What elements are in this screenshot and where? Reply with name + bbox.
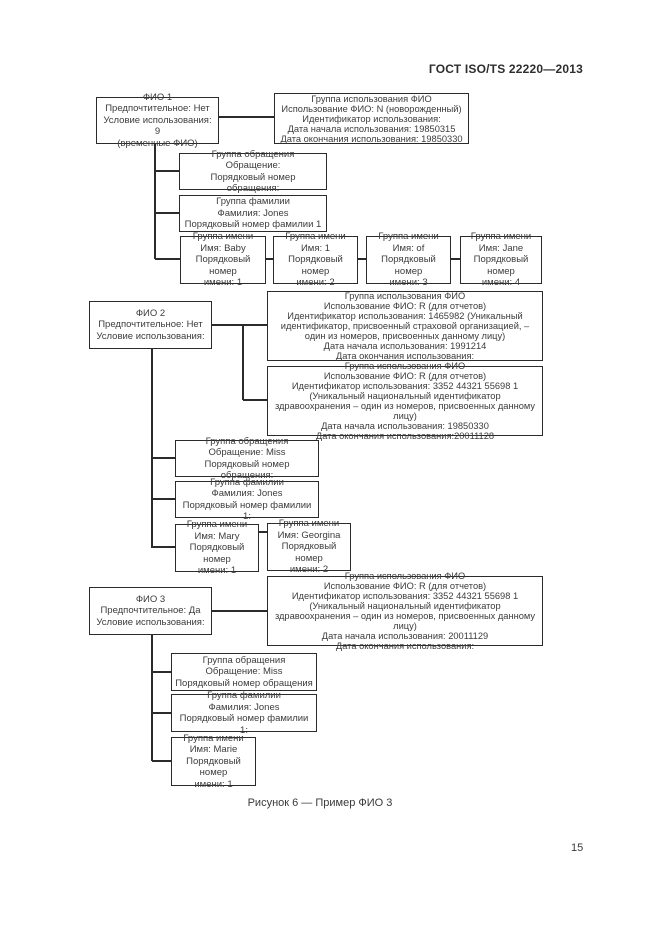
connector-branch-given1 bbox=[155, 258, 180, 260]
connector-branch-given2 bbox=[152, 546, 175, 548]
connector-given2-1-2 bbox=[259, 531, 267, 533]
page-number: 15 bbox=[571, 842, 584, 854]
connector-branch-given3 bbox=[152, 760, 171, 762]
connector-trunk-fio2 bbox=[151, 348, 153, 548]
connector-trunk-fio1 bbox=[154, 143, 156, 259]
connector-given1-3-4 bbox=[450, 258, 460, 260]
connector-given1-2-3 bbox=[357, 258, 366, 260]
connector-drop-usage2b bbox=[242, 324, 244, 400]
figure-caption: Рисунок 6 — Пример ФИО 3 bbox=[247, 797, 393, 809]
connector-branch-salutation2 bbox=[152, 457, 175, 459]
connector-given1-1-2 bbox=[265, 258, 273, 260]
connector-fio2-usage2a bbox=[212, 324, 267, 326]
connector-branch-family3 bbox=[152, 712, 171, 714]
connector-fio1-usage1 bbox=[219, 116, 274, 118]
connector-branch-family2 bbox=[152, 498, 175, 500]
connector-trunk-fio3 bbox=[151, 634, 153, 761]
connector-branch-salutation1 bbox=[155, 170, 179, 172]
connector-usage2b bbox=[243, 399, 267, 401]
connector-branch-salutation3 bbox=[152, 671, 171, 673]
connector-fio3-usage3 bbox=[212, 610, 267, 612]
connector-branch-family1 bbox=[155, 212, 179, 214]
document-title: ГОСТ ISO/TS 22220—2013 bbox=[428, 62, 583, 76]
